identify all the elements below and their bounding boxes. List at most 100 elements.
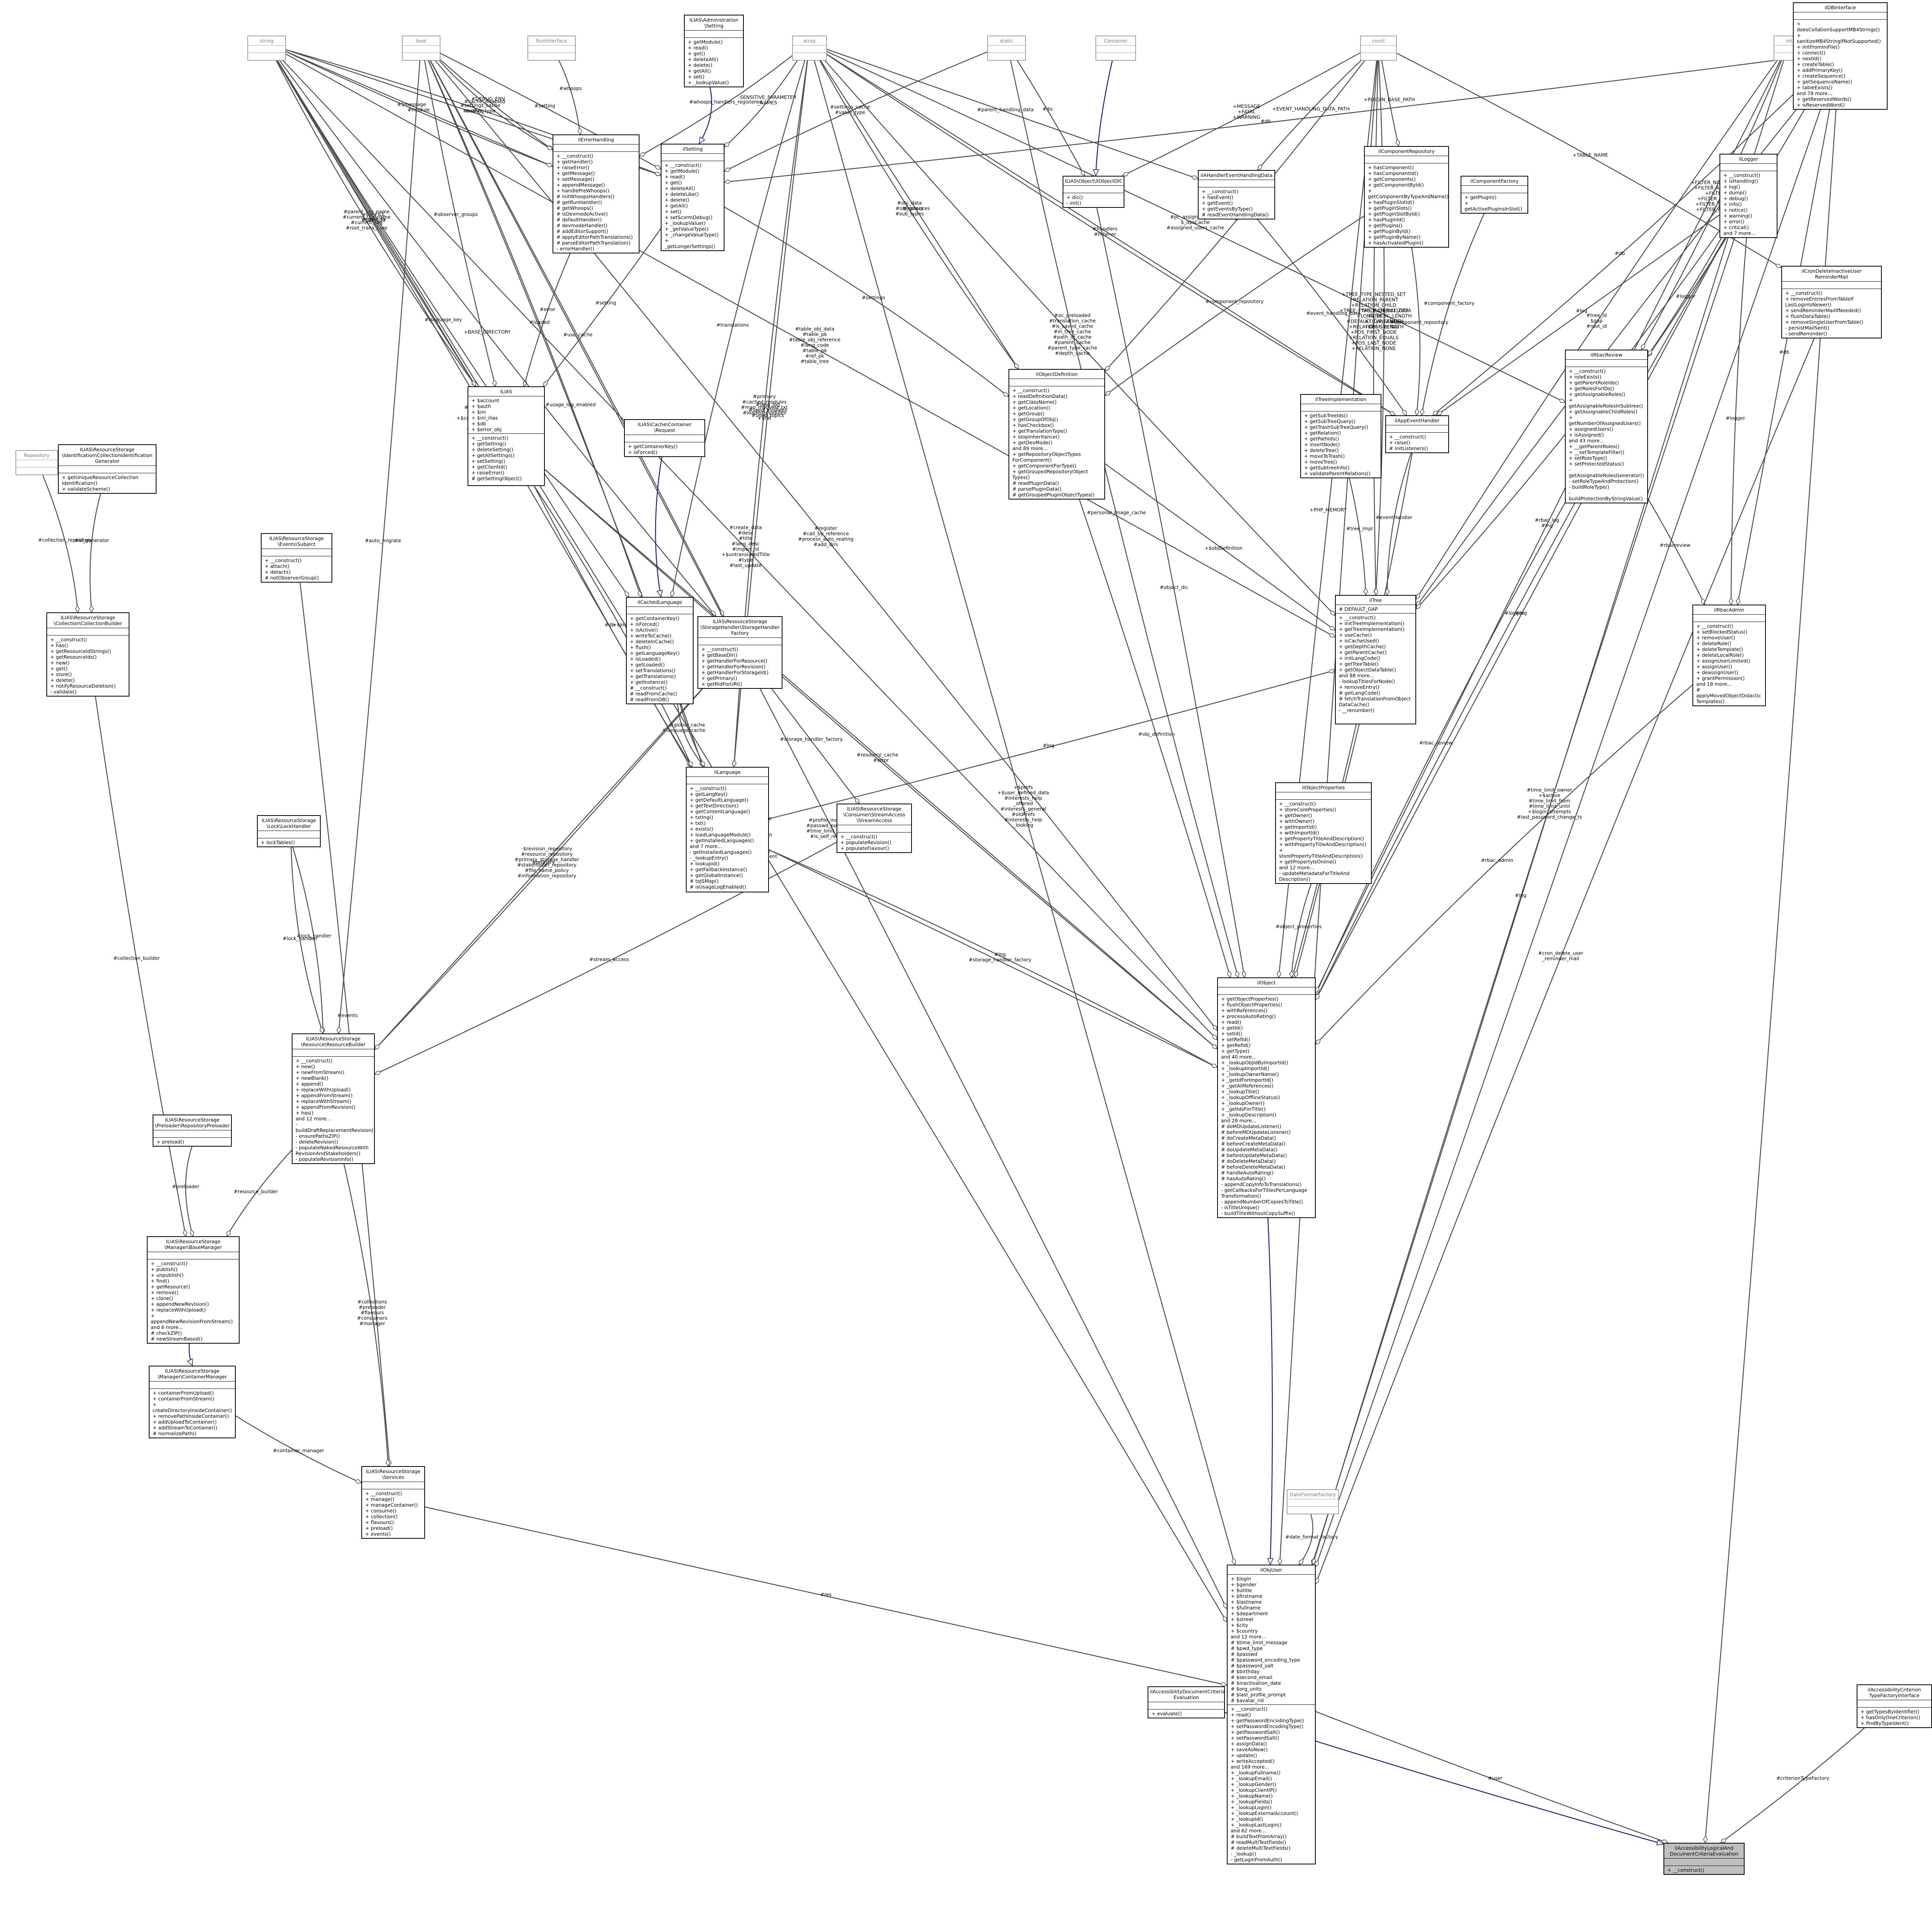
class-box-static[interactable]: static [987, 36, 1026, 61]
class-box-basemanager[interactable]: ILIAS\ResourceStorage \Manager\BaseManag… [147, 1236, 240, 1344]
association-edge [375, 678, 713, 1050]
class-box-docevaluation[interactable]: ilAccessibilityDocumentCriteria Evaluati… [1148, 1686, 1225, 1718]
class-box-logicaland[interactable]: ilAccessibilityLogicalAnd DocumentCriter… [1663, 1843, 1745, 1875]
edge-label: #lng [994, 951, 1006, 957]
class-box-ilobjuser[interactable]: ilObjUser+ $login + $gender + $utitle + … [1227, 1565, 1316, 1864]
class-box-ilobjectdefinition[interactable]: ilObjectDefinition+ __construct() + read… [1009, 369, 1105, 500]
class-box-ilamheh[interactable]: ilAHandlerEventHandlingData+ __construct… [1198, 170, 1275, 219]
edge-label: #usage_log_enabled [545, 402, 595, 408]
class-name: ilAccessibilityCriterion TypeFactoryInte… [1857, 1685, 1931, 1700]
class-box-string[interactable]: string [247, 36, 286, 61]
edge-label: #rbac_review [1419, 740, 1452, 746]
class-box-ilappeventhandler[interactable]: ilAppEventHandler+ __construct() + raise… [1385, 415, 1449, 453]
association-edge [524, 235, 578, 386]
association-edge [639, 51, 798, 157]
association-edge [534, 486, 692, 767]
association-edge [672, 51, 808, 597]
class-box-eventssubject[interactable]: ILIAS\ResourceStorage \Events\Subject+ _… [261, 533, 332, 583]
edge-label: #whoops_handlers_registered [689, 99, 762, 105]
class-operations: + __construct() + publish() + unpublish(… [151, 1261, 233, 1342]
class-box-admsetting[interactable]: ILIAS\Administration \Setting+ getModule… [684, 15, 744, 87]
edge-label: #resource_builder [234, 1189, 278, 1195]
edge-label: #dic [1043, 106, 1054, 112]
class-box-collidgen[interactable]: ILIAS\ResourceStorage \Identification\Co… [58, 444, 156, 494]
class-box-services[interactable]: ILIAS\ResourceStorage \Services + __const… [361, 1466, 425, 1539]
class-box-ilcachedlanguage[interactable]: ilCachedLanguage+ getContainerKey() + is… [626, 597, 694, 704]
edge-label: #object_properties [1276, 924, 1321, 930]
association-edge [1253, 214, 1407, 415]
class-box-ilrbacreview[interactable]: ilRbacReview+ __construct() + roleExists… [1565, 350, 1648, 503]
class-attributes [1148, 1702, 1224, 1709]
edge-label: #user [1488, 1775, 1503, 1781]
class-name: ILIAS\ResourceStorage \Services [362, 1467, 424, 1482]
class-box-illanguage[interactable]: ilLanguage+ __construct() + getLangKey()… [686, 767, 769, 892]
class-attributes [685, 31, 743, 38]
association-edge [814, 51, 1019, 369]
association-edge [1096, 206, 1244, 977]
class-attributes [403, 46, 440, 53]
class-box-iltree[interactable]: ilTree# DEFAULT_GAP+ __construct() + ini… [1335, 595, 1416, 724]
class-name: ilSetting [662, 144, 724, 154]
class-box-bool[interactable]: bool [402, 36, 440, 61]
edge-label: #component_factory [1424, 300, 1475, 306]
class-operations: + __construct() + getSetting() + deleteS… [471, 435, 522, 481]
class-box-ilobjectdic[interactable]: ILIAS\Object\ilObjectDIC+ dic() - init() [1063, 176, 1124, 208]
class-box-cachecontainer[interactable]: ILIAS\Cache\Container \Request+ getConta… [624, 419, 705, 457]
class-box-ilrbacadmin[interactable]: ilRbacAdmin+ __construct() + setBlockedS… [1692, 605, 1766, 706]
class-box-resourcebuilder[interactable]: ILIAS\ResourceStorage \Resource\Resource… [292, 1033, 375, 1164]
class-operations: + __construct() + manage() + manageConta… [365, 1490, 418, 1537]
class-box-collbuilder[interactable]: ILIAS\ResourceStorage \Collection\Collec… [46, 612, 129, 697]
class-box-illogger[interactable]: ilLogger+ __construct() + isHandling() +… [1719, 154, 1777, 238]
class-box-storagehandlerfactory[interactable]: ILIAS\ResourceStorage \StorageHandler\St… [697, 616, 782, 689]
class-box-ilsetting[interactable]: ilSetting + __construct() + getModule() +… [661, 144, 724, 251]
class-operations: + getTypesByIdentifier() + hasOnlyOneCri… [1861, 1709, 1920, 1726]
association-edge [724, 51, 804, 147]
inheritance-edge [655, 442, 665, 597]
class-box-iltreeimpl[interactable]: ilTreeImplementation+ getSubTreeIds() + … [1300, 394, 1381, 478]
class-box-ildbinterface[interactable]: ilDBInterface+ doesCollationSupportMB4St… [1793, 2, 1888, 110]
association-edge [1010, 51, 1085, 176]
class-name: ilAppEventHandler [1386, 416, 1448, 425]
class-attributes [1857, 1700, 1931, 1708]
edge-label: #logger [1726, 415, 1745, 421]
edge-label: #db [1615, 250, 1625, 256]
class-attributes [1365, 156, 1448, 163]
class-box-ilerrorhandling[interactable]: ilErrorHandling+ __construct() + getHand… [553, 134, 639, 253]
edge-label: #language_cache [662, 727, 706, 733]
class-box-dateformatfactory[interactable]: DateFormatFactory [1287, 1489, 1339, 1514]
class-box-ilcrondelete[interactable]: ilCronDeleteInactiveUser ReminderMail+ _… [1781, 266, 1882, 338]
class-name: ilObjectProperties [1276, 783, 1371, 792]
class-operations: + __construct() + readDefinitionData() +… [1012, 387, 1095, 498]
class-box-ilobject[interactable]: ilObject+ getObjectProperties() + flushO… [1217, 977, 1316, 1218]
class-box-const[interactable]: const [1360, 36, 1397, 61]
class-box-repository[interactable]: Repository [15, 450, 58, 475]
class-box-ilobjectproperties[interactable]: ilObjectProperties+ __construct() + stor… [1275, 782, 1372, 884]
edge-label: #db [1260, 118, 1270, 124]
class-operations: + __construct() + getModule() + read() +… [665, 162, 719, 249]
class-box-array[interactable]: array [792, 36, 827, 61]
class-box-containermanager[interactable]: ILIAS\ResourceStorage \Manager\Container… [149, 1366, 236, 1438]
class-box-ilcomponentrepository[interactable]: ilComponentRepository+ hasComponent() + … [1364, 146, 1449, 248]
association-edge [1387, 443, 1415, 595]
class-box-preloader[interactable]: ILIAS\ResourceStorage \Preloader\Reposit… [153, 1115, 232, 1147]
class-box-container[interactable]: Container [1095, 36, 1136, 61]
class-operations: + __construct() + read() + getPasswordEn… [1231, 1706, 1304, 1862]
class-box-lockhandler[interactable]: ILIAS\ResourceStorage \Lock\LockHandler+… [257, 815, 321, 847]
edge-label: #component_repository [1390, 319, 1449, 325]
association-edge [1316, 685, 1693, 1044]
class-box-critfactory[interactable]: ilAccessibilityCriterion TypeFactoryInte… [1857, 1684, 1932, 1728]
class-operations [1361, 53, 1396, 60]
class-box-runinterface[interactable]: RunInterface [527, 36, 576, 61]
class-attributes [687, 777, 768, 784]
class-attributes [1287, 1499, 1338, 1507]
association-edge [274, 51, 1217, 1040]
association-edge [816, 51, 1335, 615]
class-box-ilcomponentfactory[interactable]: ilComponentFactory+ getPlugin() + getAct… [1461, 176, 1528, 214]
class-name: ilObject [1218, 978, 1315, 987]
class-name: ilComponentRepository [1365, 147, 1448, 156]
association-edge [769, 849, 1217, 1068]
class-box-ilias[interactable]: ILIAS+ $account + $auth + $ini + $ini_il… [468, 386, 545, 486]
class-name: ILIAS [468, 387, 544, 396]
class-box-streamaccess[interactable]: ILIAS\ResourceStorage \Consumer\StreamAc… [837, 804, 912, 853]
edge-label: #preloader [172, 1184, 199, 1190]
